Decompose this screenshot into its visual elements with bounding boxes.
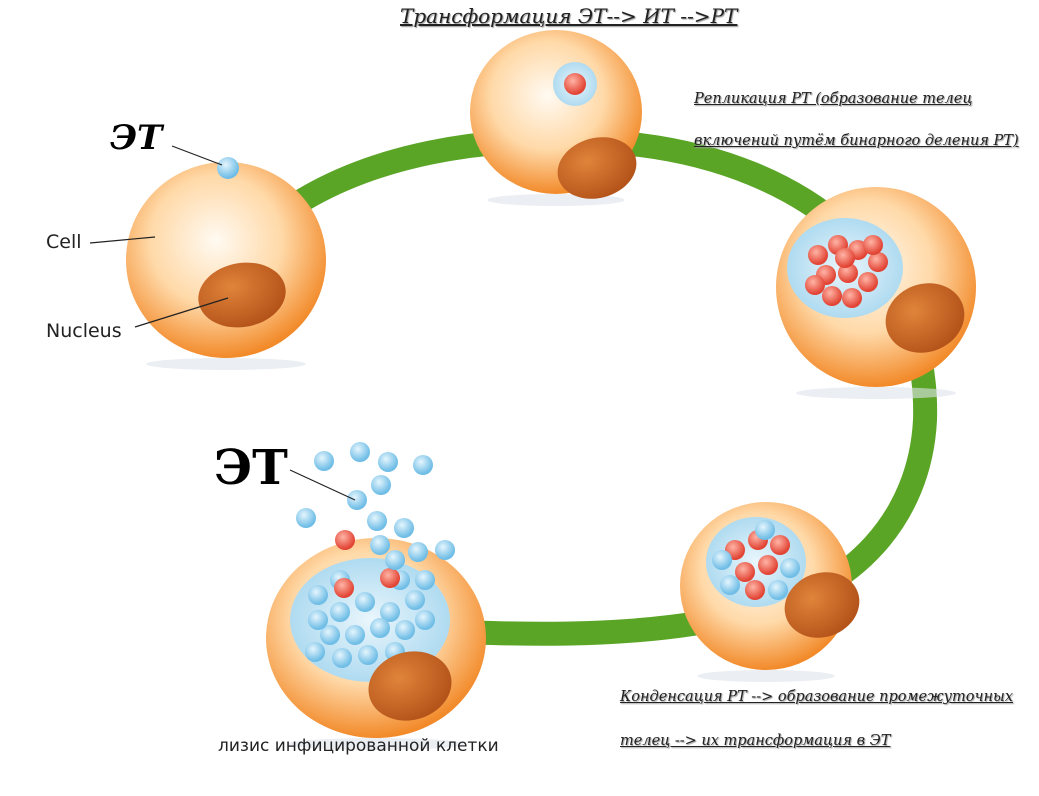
reticulate-body [758,555,778,575]
elementary-body [413,455,433,475]
elementary-body [296,508,316,528]
nucleus [198,262,286,328]
elementary-body [320,625,340,645]
reticulate-body [822,286,842,306]
elementary-body [345,625,365,645]
condensation-cell-shadow [697,670,835,682]
elementary-body [720,575,740,595]
diagram-title: Трансформация ЭТ--> ИТ -->РТ [400,4,738,28]
reticulate-body [863,235,883,255]
elementary-body [355,592,375,612]
elementary-body [358,645,378,665]
reticulate-body [335,530,355,550]
elementary-body [350,442,370,462]
elementary-body [332,648,352,668]
reticulate-body [808,245,828,265]
reticulate-body [838,263,858,283]
elementary-body [712,550,732,570]
lysing-cell-shadow [288,738,464,750]
elementary-body [330,602,350,622]
reticulate-body [858,272,878,292]
elementary-body [305,642,325,662]
et-label-top: ЭТ [110,118,163,158]
condensation-caption-1: Конденсация РТ --> образование промежуто… [620,689,1014,705]
reticulate-body [868,252,888,272]
reticulate-body [735,562,755,582]
et-pointer-top [171,145,223,166]
host-cell-shadow [146,358,306,370]
elementary-body [780,558,800,578]
elementary-body [308,610,328,630]
lysis-label: лизис инфицированной клетки [218,736,499,756]
elementary-body [308,585,328,605]
elementary-body [370,535,390,555]
replication-caption-2: включений путём бинарного деления РТ) [694,133,1019,149]
elementary-body [347,490,367,510]
elementary-body [371,475,391,495]
elementary-body [415,570,435,590]
elementary-body [768,580,788,600]
inclusion-cell-shadow [796,387,956,399]
cell-pointer [89,236,156,244]
nucleus [557,137,637,199]
reticulate-body [835,248,855,268]
et-label-bottom: ЭТ [214,440,288,496]
cell-label: Cell [46,231,82,253]
reticulate-body [380,568,400,588]
nucleus-label: Nucleus [46,320,122,342]
elementary-body [435,540,455,560]
reticulate-body [564,73,586,95]
reticulate-body [805,275,825,295]
elementary-body [415,610,435,630]
elementary-body [380,602,400,622]
reticulate-body [745,580,765,600]
elementary-body [405,590,425,610]
reticulate-body [770,535,790,555]
reticulate-body [334,578,354,598]
elementary-body [367,511,387,531]
elementary-body [314,451,334,471]
nucleus [368,651,452,721]
elementary-body [408,542,428,562]
elementary-body [370,618,390,638]
nucleus [784,572,860,638]
inclusion-vacuole [290,558,450,682]
nucleus-pointer [134,297,229,328]
nucleus [885,283,965,353]
elementary-body [385,550,405,570]
condensation-caption-2: телец --> их трансформация в ЭТ [620,733,891,749]
et-pointer-bottom [289,469,356,501]
elementary-body [378,452,398,472]
elementary-body [755,520,775,540]
elementary-body [217,157,239,179]
replication-caption-1: Репликация РТ (образование телец [694,91,973,107]
host-cell [126,162,326,358]
elementary-body [394,518,414,538]
elementary-body [395,620,415,640]
reticulate-body [842,288,862,308]
